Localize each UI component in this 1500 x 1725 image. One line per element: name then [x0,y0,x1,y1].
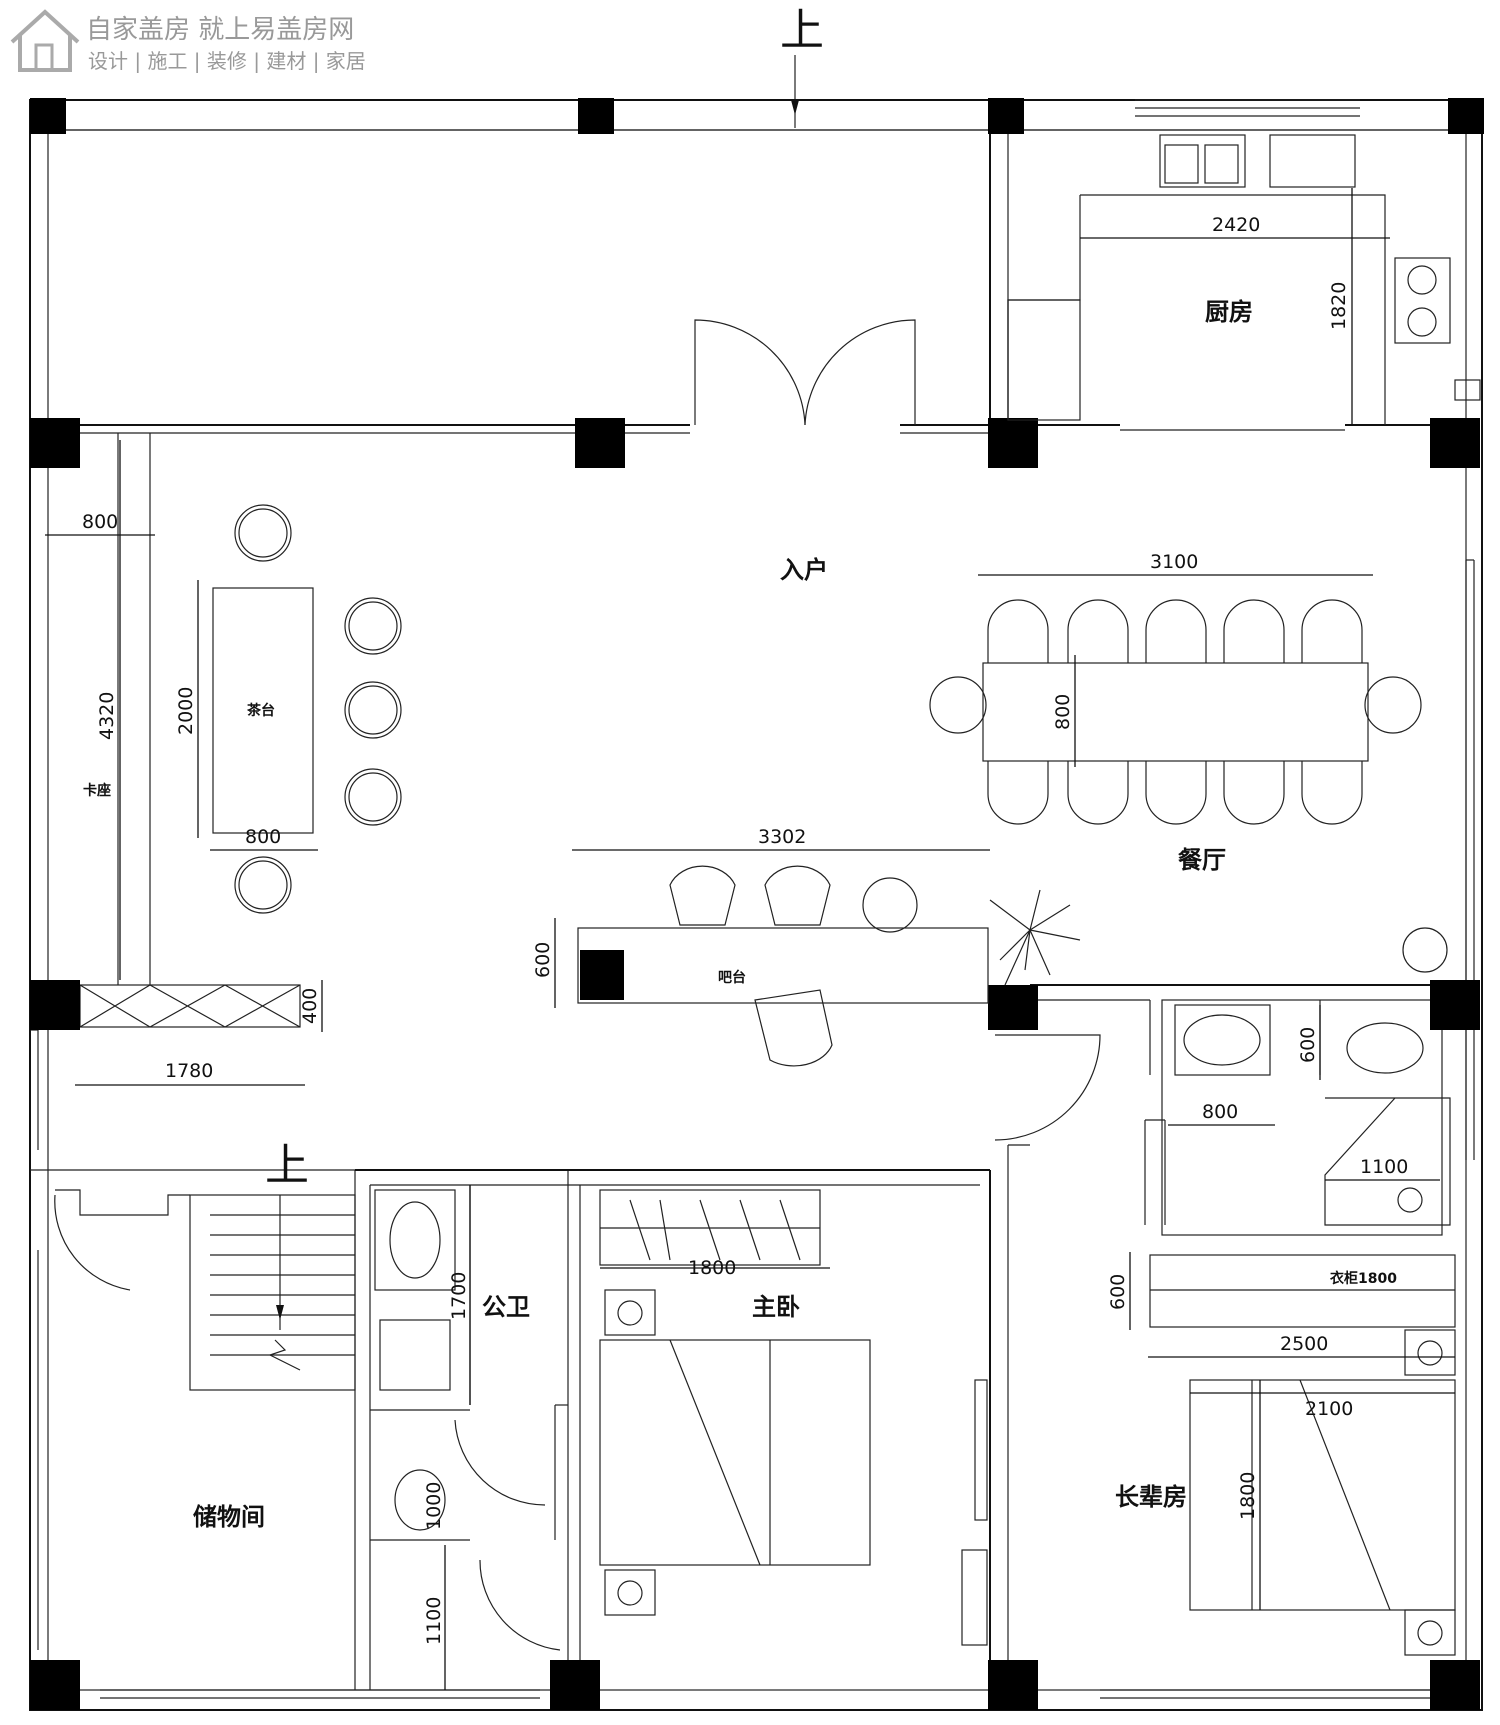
dim-urinal: 1000 [423,1482,445,1530]
patio-double-door-icon [694,319,916,426]
elder-wardrobe [1149,1254,1456,1328]
kitchen-fixtures [1007,134,1481,425]
plant-icon [989,889,1081,986]
dim-booth-width: 800 [82,511,118,533]
dim-tea-width: 800 [245,826,281,848]
bar-stools [669,865,1448,1067]
label-booth: 卡座 [83,782,111,799]
dim-kitchen-width: 2420 [1212,214,1260,236]
stair-up-label: 上 [265,1140,309,1191]
room-label-dining: 餐厅 [1178,846,1226,874]
dim-elder-bed-width: 2100 [1305,1398,1353,1420]
dim-shower-width: 1100 [1360,1156,1408,1178]
washer-icon [379,1319,451,1391]
room-label-storage: 储物间 [193,1503,265,1531]
master-bed [599,1339,871,1566]
bar-counter [577,927,989,1004]
dim-dining-height: 800 [1052,694,1074,730]
dim-tea-height: 2000 [175,687,197,735]
dim-public-bath-height: 1700 [448,1272,470,1320]
dim-elder-bed-height: 1800 [1237,1472,1259,1520]
room-label-entry: 入户 [780,556,828,584]
watermark-line1: 自家盖房 就上易盖房网 [86,15,354,45]
dining-chairs [929,599,1422,825]
bath-basin-icon [1183,1014,1261,1066]
watermark-line2: 设计 | 施工 | 装修 | 建材 | 家居 [88,49,366,73]
label-tea-table: 茶台 [246,702,275,719]
dim-dining-width: 3100 [1150,551,1198,573]
tea-chairs [234,504,402,914]
entry-door-icon [994,1034,1101,1141]
dim-cabinet-height: 400 [299,988,321,1024]
dim-public-bath-height2: 1100 [423,1597,445,1645]
room-label-public-bath: 公卫 [482,1293,530,1321]
dim-bar-height: 600 [532,942,554,978]
dining-table [982,662,1369,762]
toilet-icon [394,1469,446,1531]
dim-bath-width: 800 [1202,1101,1238,1123]
structural-columns [30,98,1484,1710]
dim-booth-height: 4320 [96,692,118,740]
interior-walls [30,100,1451,1690]
dim-elder-wardrobe-width: 2500 [1280,1333,1328,1355]
dim-cabinet-width: 1780 [165,1060,213,1082]
dim-basin-height: 600 [1297,1027,1319,1063]
label-elder-wardrobe: 衣柜1800 [1330,1270,1397,1287]
storage-door-icon [54,1194,131,1291]
dim-elder-wardrobe-height: 600 [1107,1274,1129,1310]
dim-master-wardrobe-width: 1800 [688,1257,736,1279]
outer-walls [29,99,1483,1711]
stair-up-top-label: 上 [780,5,824,56]
tea-table [212,587,314,834]
stair-treads [210,1195,355,1371]
dim-kitchen-height: 1820 [1328,282,1350,330]
room-label-kitchen: 厨房 [1205,298,1253,326]
watermark-logo-icon [10,9,80,72]
room-label-elder-room: 长辈房 [1115,1483,1187,1511]
room-label-master-bedroom: 主卧 [752,1293,800,1321]
elder-bed [1189,1379,1456,1611]
dim-bar-width: 3302 [758,826,806,848]
public-bath-basin [374,1189,456,1291]
bath-toilet-icon [1346,1022,1424,1074]
dimension-lines [45,188,1455,1690]
label-bar: 吧台 [718,969,746,986]
